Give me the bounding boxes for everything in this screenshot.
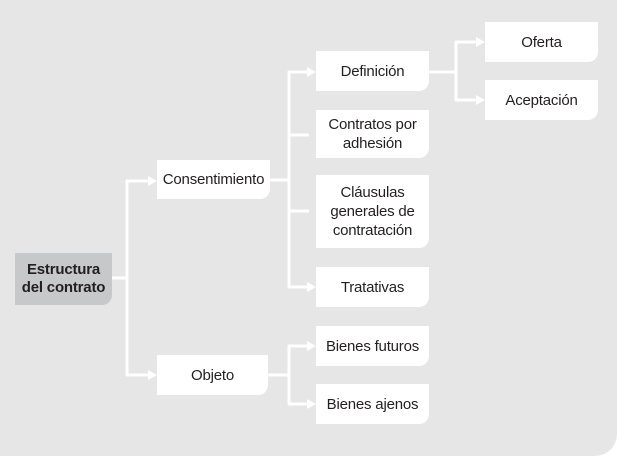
node-label: Aceptación [505, 91, 578, 109]
node-aceptacion: Aceptación [485, 80, 598, 120]
node-clausulas-generales: Cláusulas generales de contratación [316, 175, 429, 248]
arrow-to-oferta [476, 37, 485, 47]
node-label: Bienes futuros [325, 337, 420, 355]
arrow-to-definicion [307, 67, 316, 77]
node-bienes-ajenos: Bienes ajenos [316, 384, 429, 424]
node-contratos-por-adhesion: Contratos por adhesión [316, 110, 429, 158]
node-consentimiento: Consentimiento [157, 160, 270, 199]
arrow-to-bienes-futuros [307, 341, 316, 351]
node-label: Estructura del contrato [21, 261, 106, 296]
node-label: Definición [340, 62, 405, 80]
arrow-to-tratativas [307, 282, 316, 292]
node-definicion: Definición [316, 51, 429, 91]
node-tratativas: Tratativas [316, 267, 429, 307]
node-label: Oferta [521, 33, 562, 51]
arrow-to-bienes-ajenos [307, 399, 316, 409]
node-objeto: Objeto [157, 355, 268, 395]
connector-consentimiento [270, 70, 309, 289]
connector-objeto [268, 344, 309, 406]
node-label: Objeto [191, 366, 234, 384]
node-label: Cláusulas generales de contratación [330, 184, 415, 239]
node-label: Contratos por adhesión [328, 116, 417, 152]
connector-root [112, 179, 150, 377]
arrow-to-aceptacion [476, 95, 485, 105]
connector-definicion [429, 40, 478, 102]
node-label: Tratativas [340, 278, 405, 296]
node-estructura-del-contrato: Estructura del contrato [15, 253, 112, 305]
node-oferta: Oferta [485, 22, 598, 62]
arrow-to-objeto [148, 370, 157, 380]
node-label: Consentimiento [162, 171, 265, 188]
arrow-to-consentimiento [148, 176, 157, 186]
node-label: Bienes ajenos [326, 395, 419, 413]
node-bienes-futuros: Bienes futuros [316, 326, 429, 366]
